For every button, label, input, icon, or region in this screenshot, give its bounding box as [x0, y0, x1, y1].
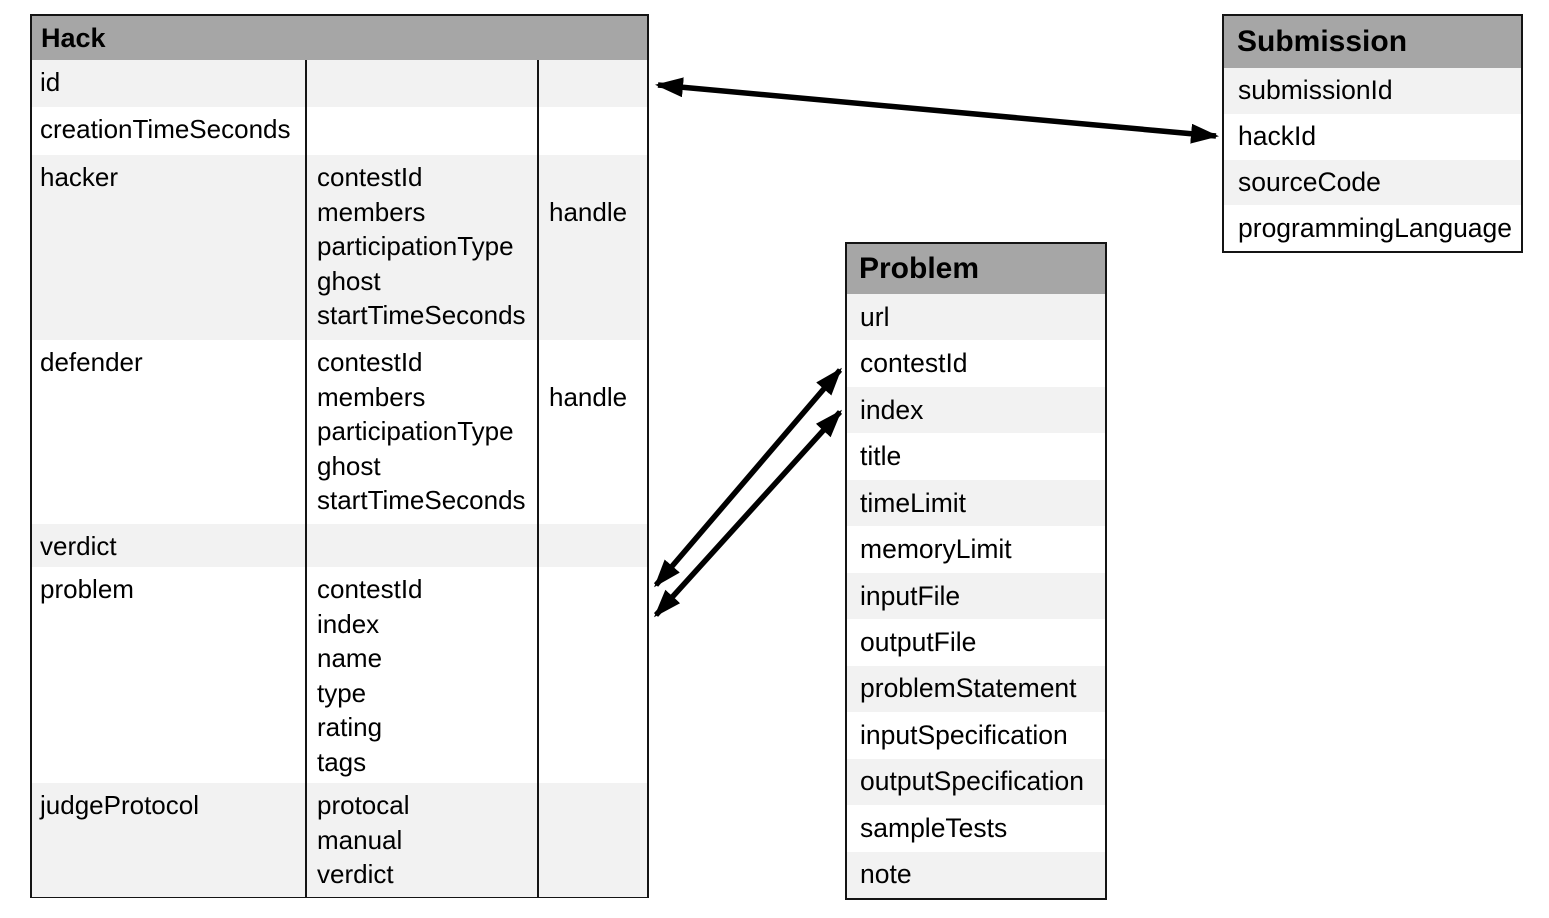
submission-table: Submission submissionId hackId sourceCod…: [1222, 14, 1523, 253]
hack-subfield: name: [317, 643, 383, 673]
hack-field-sublist: contestId members participationType ghos…: [305, 340, 537, 524]
hack-field-ref: handle: [537, 340, 647, 524]
hack-field-name: creationTimeSeconds: [40, 114, 291, 144]
hack-field-name: id: [40, 67, 61, 97]
problem-row-time-limit: timeLimit: [847, 479, 1105, 527]
hack-row-creation-time: creationTimeSeconds: [32, 107, 647, 155]
problem-row-memory-limit: memoryLimit: [860, 534, 1012, 565]
problem-row-input-specification: inputSpecification: [860, 719, 1068, 750]
hack-field-ref: [537, 783, 647, 897]
hack-field-ref: [537, 60, 647, 107]
problem-table-title: Problem: [847, 244, 1105, 294]
submission-table-title: Submission: [1224, 16, 1521, 68]
hack-subfield: ghost: [317, 450, 381, 481]
hack-subfield: type: [317, 677, 367, 708]
submission-row-hack-id: hackId: [1238, 121, 1317, 152]
hack-field-sublist: [305, 107, 537, 155]
hack-field-name: problem: [40, 574, 134, 604]
problem-row-contest-id: contestId: [860, 348, 968, 379]
problem-row-output-specification: outputSpecification: [847, 758, 1105, 806]
hack-field-name: hacker: [40, 162, 119, 192]
hack-row-id: id: [32, 60, 647, 107]
problem-row-title: title: [860, 441, 902, 472]
hack-subfield: protocal: [317, 790, 410, 820]
hack-field-ref: [537, 107, 647, 155]
hack-field-sublist: contestId members participationType ghos…: [305, 155, 537, 340]
hack-field-ref: [537, 567, 647, 783]
hack-subfield: contestId: [317, 162, 423, 192]
submission-row-submission-id: submissionId: [1224, 68, 1521, 114]
problem-row-url: url: [847, 294, 1105, 341]
hack-subfield: startTimeSeconds: [317, 485, 526, 515]
hack-field-sublist: [305, 60, 537, 107]
problem-row-sample-tests: sampleTests: [860, 812, 1008, 843]
hack-subfield: tags: [317, 746, 367, 777]
relation-arrow-hack-id-to-submission-hackid: [655, 77, 1219, 144]
hack-row-judge-protocol: judgeProtocol protocal manual verdict: [32, 783, 647, 897]
hack-subfield: verdict: [317, 859, 394, 889]
hack-row-problem: problem contestId index name type rating…: [32, 567, 647, 783]
hack-subfield: participationType: [317, 416, 514, 446]
hack-field-ref: handle: [537, 155, 647, 340]
hack-subfield: manual: [317, 824, 403, 855]
hack-table-title: Hack: [32, 16, 647, 60]
hack-subfield: contestId: [317, 347, 423, 377]
hack-field-ref: [537, 524, 647, 567]
hack-subfield: startTimeSeconds: [317, 300, 526, 330]
problem-row-note: note: [847, 851, 1105, 899]
hack-field-name: verdict: [40, 531, 117, 561]
hack-row-hacker: hacker contestId members participationTy…: [32, 155, 647, 340]
problem-row-problem-statement: problemStatement: [847, 665, 1105, 713]
hack-ref-handle: handle: [549, 196, 628, 227]
hack-field-sublist: protocal manual verdict: [305, 783, 537, 897]
submission-row-programming-language: programmingLanguage: [1238, 212, 1513, 243]
hack-subfield: index: [317, 608, 380, 639]
submission-row-source-code: sourceCode: [1224, 159, 1521, 206]
hack-field-sublist: contestId index name type rating tags: [305, 567, 537, 783]
hack-subfield: contestId: [317, 574, 423, 604]
relation-arrow-hack-problem-to-problem-index: [653, 409, 843, 618]
hack-row-verdict: verdict: [32, 524, 647, 567]
hack-subfield: ghost: [317, 265, 381, 296]
hack-subfield: rating: [317, 712, 383, 742]
hack-subfield: members: [317, 381, 426, 412]
problem-row-index: index: [847, 386, 1105, 434]
hack-subfield: participationType: [317, 231, 514, 261]
problem-row-input-file: inputFile: [847, 572, 1105, 620]
hack-subfield: members: [317, 196, 426, 227]
hack-field-sublist: [305, 524, 537, 567]
problem-table: Problem url contestId index title timeLi…: [845, 242, 1107, 900]
hack-row-defender: defender contestId members participation…: [32, 340, 647, 524]
relation-arrow-hack-problem-to-problem-contestid: [653, 367, 843, 588]
hack-ref-handle: handle: [549, 381, 628, 412]
hack-field-name: defender: [40, 347, 143, 377]
problem-row-output-file: outputFile: [860, 627, 977, 658]
hack-table: Hack id creationTimeSeconds hacker conte…: [30, 14, 649, 898]
hack-field-name: judgeProtocol: [40, 790, 199, 820]
